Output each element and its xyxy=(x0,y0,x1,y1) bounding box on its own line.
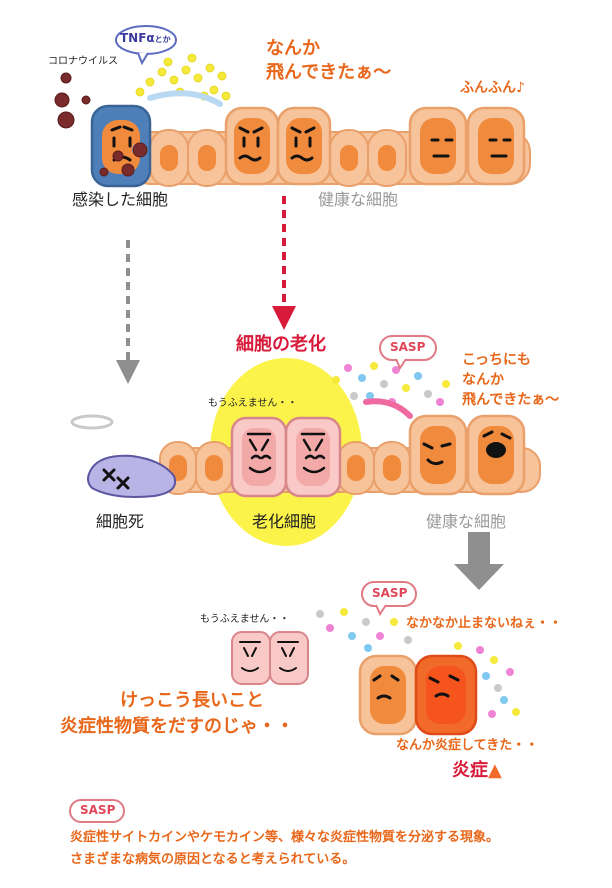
coronavirus-icons xyxy=(54,72,148,177)
note-line-2: さまざまな病気の原因となると考えられている。 xyxy=(70,852,356,867)
row3-senescent xyxy=(231,631,309,685)
infected-cell-label: 感染した細胞 xyxy=(72,190,169,209)
healthy-cell-label-middle: 健康な細胞 xyxy=(426,512,507,531)
halo-icon xyxy=(70,414,114,430)
tnf-suffix: とか xyxy=(154,35,171,44)
row3-cells xyxy=(358,654,478,736)
row2-cells xyxy=(70,414,541,498)
humming-text: ふんふん♪ xyxy=(460,80,525,96)
sasp-label-note: SASP xyxy=(80,803,116,817)
long-time-text-1: けっこう長いこと xyxy=(120,690,264,711)
virus-label: コロナウイルス xyxy=(48,56,118,67)
long-time-text-2: 炎症性物質をだすのじゃ・・ xyxy=(60,716,294,737)
tired-text-row2: もうふえません・・ xyxy=(208,398,298,409)
row2-flying-text-3: 飛んできたぁ～ xyxy=(462,392,560,408)
tnf-label: TNFαとか xyxy=(120,31,171,46)
fire-icon: ▲ xyxy=(488,760,502,781)
sasp-bubble-note xyxy=(69,799,125,823)
healthy-cell-label-top: 健康な細胞 xyxy=(318,190,399,209)
sasp-dots-row3 xyxy=(316,608,520,718)
row2-flying-text-2: なんか xyxy=(462,372,504,388)
inflammation-label: 炎症▲ xyxy=(452,760,502,783)
not-stopping-text: なかなか止まないねぇ・・ xyxy=(406,616,563,631)
sasp-label-row2: SASP xyxy=(390,340,426,354)
sasp-label-row3: SASP xyxy=(372,586,408,600)
flow-arrow-pink xyxy=(363,398,413,419)
sasp-dots-row2 xyxy=(332,362,450,406)
sasp-bubble-row3 xyxy=(361,581,417,617)
note-line-1: 炎症性サイトカインやケモカイン等、様々な炎症性物質を分泌する現象。 xyxy=(70,830,500,845)
row2-flying-text-1: こっちにも xyxy=(462,352,532,368)
tired-text-row3: もうふえません・・ xyxy=(200,614,290,625)
inflammation-text: 炎症 xyxy=(452,760,488,781)
flow-arrow-blue xyxy=(147,90,223,107)
row1-cells xyxy=(90,104,531,188)
sasp-bubble-row2 xyxy=(379,335,437,371)
senescent-cell-label: 老化細胞 xyxy=(252,512,317,531)
arrow-progress xyxy=(454,532,504,590)
tnf-text: TNFα xyxy=(120,31,155,45)
flying-text-2: 飛んできたぁ～ xyxy=(266,62,392,83)
aging-label: 細胞の老化 xyxy=(236,334,326,355)
flying-text-1: なんか xyxy=(266,38,320,59)
inflamed-text: なんか炎症してきた・・ xyxy=(396,738,539,753)
tnf-bubble xyxy=(115,25,177,66)
cell-death-label: 細胞死 xyxy=(96,512,145,531)
